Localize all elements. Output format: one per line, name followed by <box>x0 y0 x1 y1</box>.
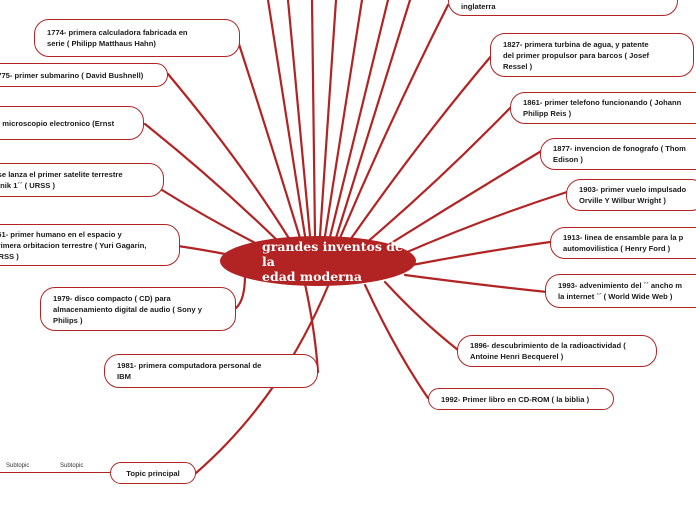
connector <box>303 282 320 374</box>
connector <box>166 72 292 242</box>
connector <box>318 0 338 238</box>
node-label: 1993- advenimiento del ´´ ancho m la int… <box>558 281 683 301</box>
node-label: 1903- primer vuelo impulsado Orville Y W… <box>579 185 687 205</box>
central-topic-label: grandes inventos de la edad moderna <box>262 238 403 284</box>
central-topic[interactable]: grandes inventos de la edad moderna <box>220 236 416 286</box>
node-primer-humano[interactable]: 961- primer humano en el espacio y prime… <box>0 224 180 266</box>
connector <box>286 0 312 238</box>
node-1827-turbina[interactable]: 1827- primera turbina de agua, y patente… <box>490 33 694 77</box>
connector <box>310 0 317 238</box>
connector <box>266 0 307 238</box>
node-1877-fonografo[interactable]: 1877- invencion de fonografo ( Thom Edis… <box>540 138 696 170</box>
subtopic-1[interactable]: Subtopic <box>6 463 30 469</box>
connector <box>383 280 460 352</box>
node-1981-ibm[interactable]: 1981- primera computadora personal de IB… <box>104 354 318 388</box>
node-label: 1775- primer submarino ( David Bushnell) <box>0 70 144 80</box>
connector <box>338 3 450 240</box>
connector <box>363 283 430 400</box>
node-label: 1896- descubrimiento de la radioactivida… <box>470 341 626 361</box>
node-topic-principal[interactable]: Topic principal <box>110 462 196 484</box>
node-label: Topic principal <box>126 468 180 478</box>
node-label: - se lanza el primer satelite terrestre … <box>0 170 123 190</box>
connector <box>378 148 545 252</box>
connector <box>328 0 390 239</box>
node-label: 1861- primer telefono funcionando ( Joha… <box>523 98 682 118</box>
node-label: 1979- disco compacto ( CD) para almacena… <box>53 293 202 325</box>
node-1774-calculadora[interactable]: 1774- primera calculadora fabricada en s… <box>34 19 240 57</box>
node-satelite[interactable]: - se lanza el primer satelite terrestre … <box>0 163 164 197</box>
node-label: 1981- primera computadora personal de IB… <box>117 361 262 381</box>
connector <box>403 273 549 294</box>
node-1979-cd[interactable]: 1979- disco compacto ( CD) para almacena… <box>40 287 236 331</box>
node-label: 1827- primera turbina de agua, y patente… <box>503 39 650 71</box>
connector <box>323 0 364 238</box>
connector <box>235 36 302 240</box>
node-1825-ferrocarril[interactable]: 1825- primera linea publica de ferrocarr… <box>448 0 678 16</box>
node-label: 961- primer humano en el espacio y prime… <box>0 229 147 261</box>
connector <box>396 190 569 258</box>
node-1993-internet[interactable]: 1993- advenimiento del ´´ ancho m la int… <box>545 274 696 308</box>
connector <box>234 273 247 310</box>
connector <box>348 53 494 242</box>
node-1896-radioactividad[interactable]: 1896- descubrimiento de la radioactivida… <box>457 335 657 367</box>
connector <box>176 244 232 257</box>
subtopic-2[interactable]: Subtopic <box>60 463 84 469</box>
node-label: er microscopio electronico (Ernst <box>0 118 115 128</box>
connector <box>143 122 282 245</box>
node-microscopio[interactable]: er microscopio electronico (Ernst <box>0 106 144 140</box>
connector <box>363 106 512 246</box>
node-label: 1825- primera linea publica de ferrocarr… <box>461 2 496 11</box>
connector <box>334 0 412 240</box>
node-label: 1774- primera calculadora fabricada en s… <box>47 28 188 48</box>
node-label: 1877- invencion de fonografo ( Thom Edis… <box>553 144 686 164</box>
connector <box>194 284 330 475</box>
node-1861-telefono[interactable]: 1861- primer telefono funcionando ( Joha… <box>510 92 696 124</box>
node-1903-vuelo[interactable]: 1903- primer vuelo impulsado Orville Y W… <box>566 179 696 211</box>
node-1913-ensamble[interactable]: 1913- linea de ensamble para la p automo… <box>550 227 696 259</box>
node-label: 1913- linea de ensamble para la p automo… <box>563 233 684 253</box>
node-label: 1992- Primer libro en CD-ROM ( la biblia… <box>441 394 590 404</box>
subtopic-line <box>0 472 110 473</box>
connector <box>410 240 552 267</box>
node-1775-submarino[interactable]: 1775- primer submarino ( David Bushnell) <box>0 63 168 87</box>
node-1992-cdrom[interactable]: 1992- Primer libro en CD-ROM ( la biblia… <box>428 388 614 410</box>
